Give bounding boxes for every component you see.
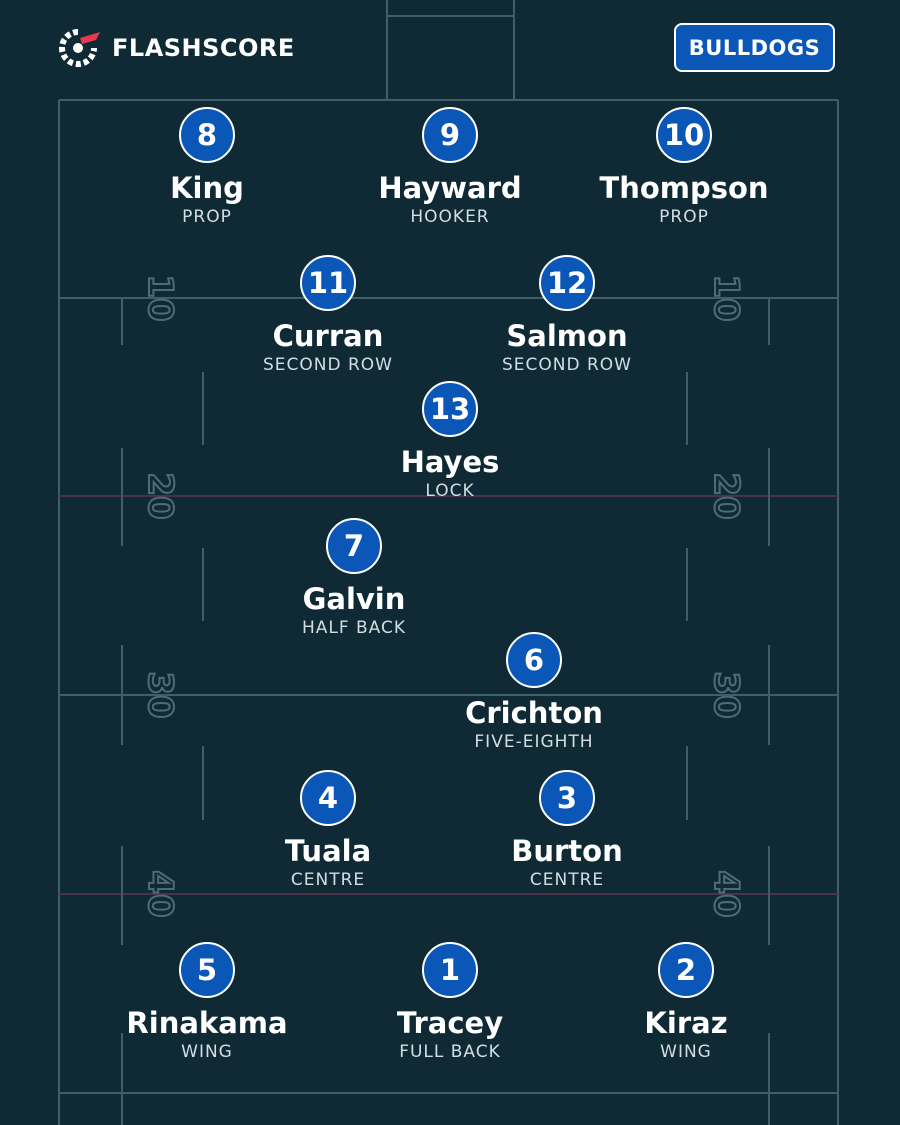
player-1: 1 Tracey FULL BACK xyxy=(330,942,570,1063)
player-13: 13 Hayes LOCK xyxy=(330,381,570,502)
yard-marker: 20 xyxy=(706,472,746,519)
player-12: 12 Salmon SECOND ROW xyxy=(447,255,687,376)
player-5: 5 Rinakama WING xyxy=(87,942,327,1063)
player-name: Crichton xyxy=(465,696,603,730)
player-position: HALF BACK xyxy=(301,618,407,638)
player-position: FIVE-EIGHTH xyxy=(474,732,594,752)
jersey-number: 5 xyxy=(179,942,235,998)
jersey-number: 13 xyxy=(422,381,478,437)
jersey-number: 4 xyxy=(300,770,356,826)
yard-marker: 10 xyxy=(140,274,180,321)
player-name: Salmon xyxy=(506,319,628,353)
yard-marker: 30 xyxy=(706,671,746,718)
yard-marker: 20 xyxy=(140,472,180,519)
player-6: 6 Crichton FIVE-EIGHTH xyxy=(414,632,654,753)
jersey-number: 2 xyxy=(658,942,714,998)
team-badge: BULLDOGS xyxy=(674,23,835,72)
flashscore-logo-icon xyxy=(59,29,100,67)
jersey-number: 1 xyxy=(422,942,478,998)
brand: FLASHSCORE xyxy=(58,28,295,68)
jersey-number: 6 xyxy=(506,632,562,688)
player-7: 7 Galvin HALF BACK xyxy=(234,518,474,639)
jersey-number: 10 xyxy=(656,107,712,163)
player-position: CENTRE xyxy=(529,870,605,890)
player-position: PROP xyxy=(659,207,709,227)
brand-name: FLASHSCORE xyxy=(112,34,295,62)
player-name: Tuala xyxy=(284,834,372,868)
player-position: SECOND ROW xyxy=(502,355,632,375)
player-4: 4 Tuala CENTRE xyxy=(208,770,448,891)
player-name: Thompson xyxy=(599,171,769,205)
jersey-number: 8 xyxy=(179,107,235,163)
player-8: 8 King PROP xyxy=(87,107,327,228)
player-name: Hayward xyxy=(378,171,522,205)
player-10: 10 Thompson PROP xyxy=(564,107,804,228)
jersey-number: 3 xyxy=(539,770,595,826)
player-name: Galvin xyxy=(302,582,406,616)
player-name: King xyxy=(170,171,244,205)
player-position: FULL BACK xyxy=(399,1042,501,1062)
yard-marker: 40 xyxy=(140,870,180,917)
jersey-number: 7 xyxy=(326,518,382,574)
player-name: Kiraz xyxy=(644,1006,728,1040)
player-position: WING xyxy=(660,1042,712,1062)
player-9: 9 Hayward HOOKER xyxy=(330,107,570,228)
player-11: 11 Curran SECOND ROW xyxy=(208,255,448,376)
player-name: Hayes xyxy=(400,445,500,479)
yard-marker: 30 xyxy=(140,671,180,718)
player-position: WING xyxy=(181,1042,233,1062)
player-3: 3 Burton CENTRE xyxy=(447,770,687,891)
player-position: HOOKER xyxy=(410,207,490,227)
jersey-number: 11 xyxy=(300,255,356,311)
player-name: Curran xyxy=(272,319,384,353)
player-2: 2 Kiraz WING xyxy=(566,942,806,1063)
yard-marker: 10 xyxy=(706,274,746,321)
player-name: Tracey xyxy=(396,1006,504,1040)
yard-marker: 40 xyxy=(706,870,746,917)
player-position: PROP xyxy=(182,207,232,227)
player-position: LOCK xyxy=(425,481,475,501)
player-name: Rinakama xyxy=(126,1006,288,1040)
player-position: SECOND ROW xyxy=(263,355,393,375)
player-name: Burton xyxy=(511,834,623,868)
player-position: CENTRE xyxy=(290,870,366,890)
jersey-number: 12 xyxy=(539,255,595,311)
jersey-number: 9 xyxy=(422,107,478,163)
